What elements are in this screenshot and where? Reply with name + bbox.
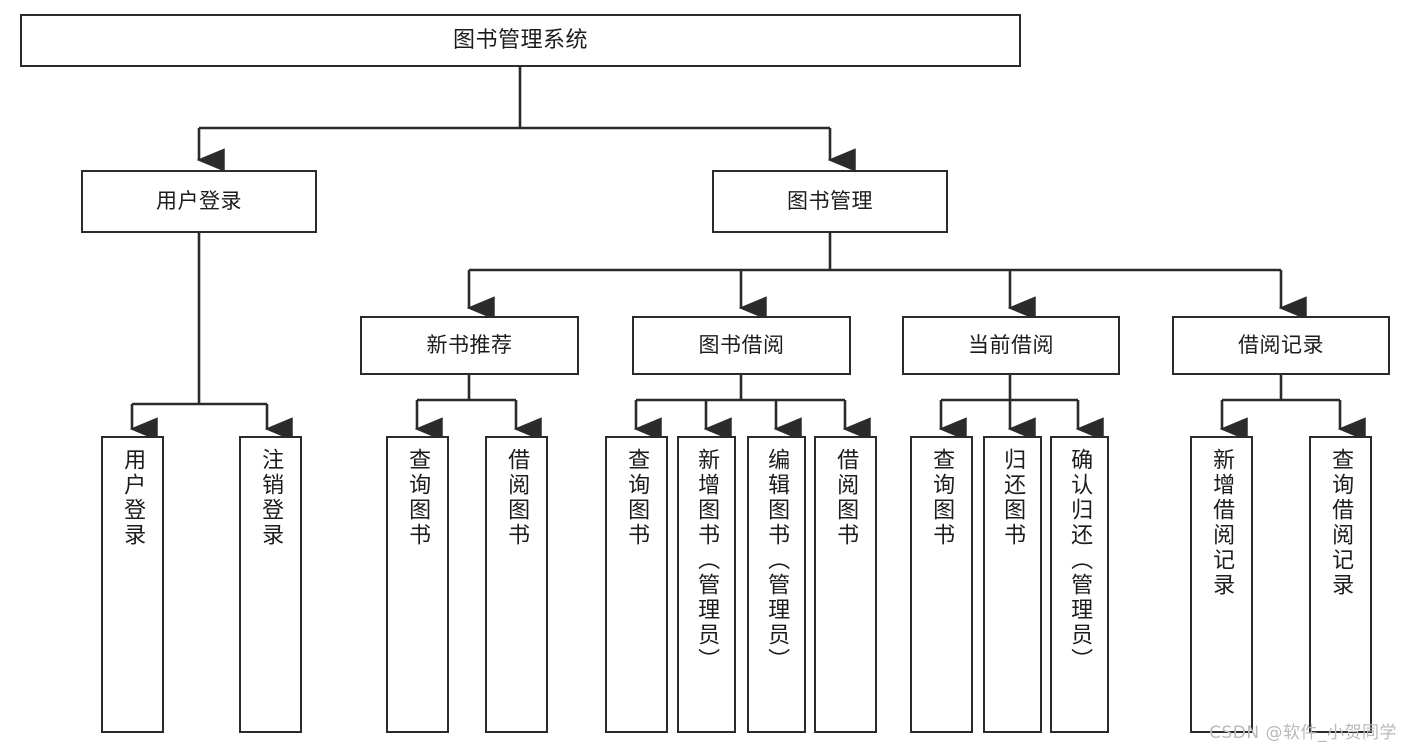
- leaf-logout-label: 注销登录: [258, 448, 284, 548]
- node-borrow-record-label: 借阅记录: [1238, 333, 1324, 358]
- leaf-current-confirm-return-label: 确认归还（管理员）: [1067, 448, 1093, 673]
- leaf-newbook-query-book-label: 查询图书: [405, 448, 431, 548]
- leaf-newbook-query-book[interactable]: 查询图书: [386, 436, 449, 733]
- node-book-management[interactable]: 图书管理: [712, 170, 948, 233]
- leaf-record-query[interactable]: 查询借阅记录: [1309, 436, 1372, 733]
- leaf-record-add-label: 新增借阅记录: [1209, 448, 1235, 598]
- node-book-borrow[interactable]: 图书借阅: [632, 316, 851, 375]
- leaf-borrow-query-book[interactable]: 查询图书: [605, 436, 668, 733]
- node-root-label: 图书管理系统: [452, 27, 588, 53]
- leaf-record-add[interactable]: 新增借阅记录: [1190, 436, 1253, 733]
- leaf-current-query-book-label: 查询图书: [929, 448, 955, 548]
- leaf-borrow-borrow-book-label: 借阅图书: [833, 448, 859, 548]
- leaf-newbook-borrow-book-label: 借阅图书: [504, 448, 530, 548]
- node-current-borrow[interactable]: 当前借阅: [902, 316, 1120, 375]
- node-root[interactable]: 图书管理系统: [20, 14, 1021, 67]
- leaf-borrow-add-book-label: 新增图书（管理员）: [694, 448, 720, 673]
- node-current-borrow-label: 当前借阅: [968, 333, 1054, 358]
- node-book-borrow-label: 图书借阅: [698, 333, 785, 358]
- leaf-borrow-add-book[interactable]: 新增图书（管理员）: [677, 436, 736, 733]
- leaf-current-query-book[interactable]: 查询图书: [910, 436, 973, 733]
- node-new-book-recommend-label: 新书推荐: [426, 333, 513, 358]
- leaf-user-login[interactable]: 用户登录: [101, 436, 164, 733]
- node-new-book-recommend[interactable]: 新书推荐: [360, 316, 579, 375]
- leaf-borrow-query-book-label: 查询图书: [624, 448, 650, 548]
- leaf-current-confirm-return[interactable]: 确认归还（管理员）: [1050, 436, 1109, 733]
- leaf-user-login-label: 用户登录: [120, 448, 146, 548]
- node-book-management-label: 图书管理: [787, 189, 873, 214]
- watermark: CSDN @软件_小贺同学: [1209, 723, 1397, 743]
- node-user-login[interactable]: 用户登录: [81, 170, 317, 233]
- leaf-record-query-label: 查询借阅记录: [1328, 448, 1354, 598]
- leaf-borrow-borrow-book[interactable]: 借阅图书: [814, 436, 877, 733]
- node-borrow-record[interactable]: 借阅记录: [1172, 316, 1390, 375]
- leaf-logout[interactable]: 注销登录: [239, 436, 302, 733]
- node-user-login-label: 用户登录: [156, 189, 242, 214]
- leaf-current-return-book[interactable]: 归还图书: [983, 436, 1042, 733]
- leaf-current-return-book-label: 归还图书: [1000, 448, 1026, 548]
- leaf-newbook-borrow-book[interactable]: 借阅图书: [485, 436, 548, 733]
- leaf-borrow-edit-book[interactable]: 编辑图书（管理员）: [747, 436, 806, 733]
- leaf-borrow-edit-book-label: 编辑图书（管理员）: [764, 448, 790, 673]
